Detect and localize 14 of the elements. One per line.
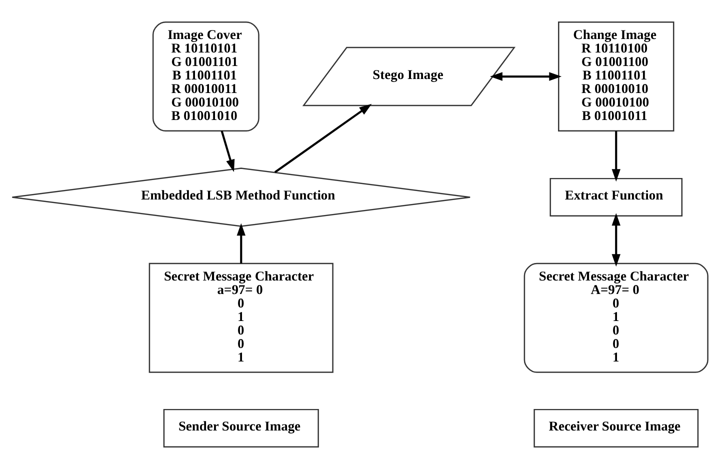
node-box: Receiver Source Image: [534, 408, 699, 447]
arrow: [612, 212, 620, 266]
node-box: Extract Function: [550, 177, 683, 216]
arrow: [236, 222, 246, 263]
arrow: [220, 130, 235, 172]
node-box: Sender Source Image: [163, 408, 319, 447]
node-box: Change Image R 10110100 G 01001100 B 11001101 R 00010010 G 00010100 B 01001011: [558, 21, 674, 132]
node-box: Image Cover R 10110101 G 01001101 B 11001101 R 00010011 G 00010100 B 01001010: [152, 21, 260, 132]
node-box: Secret Message Character a=97= 0 0 1 0 0 1: [148, 262, 334, 372]
node-diamond: Embedded LSB Method Function: [12, 167, 471, 226]
arrow: [490, 72, 562, 80]
arrow: [274, 103, 372, 173]
arrow: [612, 130, 620, 182]
node-box: Secret Message Character A=97= 0 0 1 0 0 1: [524, 262, 708, 372]
